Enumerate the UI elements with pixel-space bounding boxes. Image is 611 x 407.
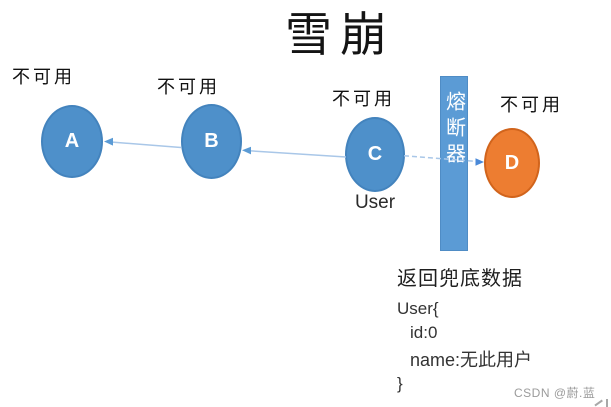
fallback-code-line: name:无此用户 xyxy=(410,350,533,370)
circuit-breaker-bar: 熔断器 xyxy=(440,76,468,251)
node-c-label: C xyxy=(367,143,383,165)
node-b-status-label: 不可用 xyxy=(157,77,220,97)
fallback-code-line: id:0 xyxy=(410,323,438,342)
user-label: User xyxy=(354,192,396,213)
arrow-b-to-a xyxy=(104,137,182,149)
node-a-status-label: 不可用 xyxy=(12,67,75,87)
node-a-label: A xyxy=(64,130,80,152)
diagram-title: 雪崩 xyxy=(285,10,395,62)
service-node-c: C xyxy=(345,117,405,192)
circuit-breaker-label: 熔断器 xyxy=(442,91,465,169)
fallback-code-line: User{ xyxy=(397,299,439,318)
node-b-label: B xyxy=(204,130,219,152)
node-d-status-label: 不可用 xyxy=(500,95,563,115)
service-node-a: A xyxy=(41,105,103,178)
node-d-label: D xyxy=(504,151,520,174)
node-c-status-label: 不可用 xyxy=(332,89,395,109)
fallback-code-line: } xyxy=(397,374,403,393)
fallback-heading: 返回兜底数据 xyxy=(397,268,523,290)
service-node-d: D xyxy=(484,128,540,198)
service-node-b: B xyxy=(181,104,242,179)
arrow-c-to-b xyxy=(242,146,347,158)
cropped-glyph-mark xyxy=(594,398,610,407)
csdn-watermark: CSDN @蔚.蓝 xyxy=(514,386,596,400)
